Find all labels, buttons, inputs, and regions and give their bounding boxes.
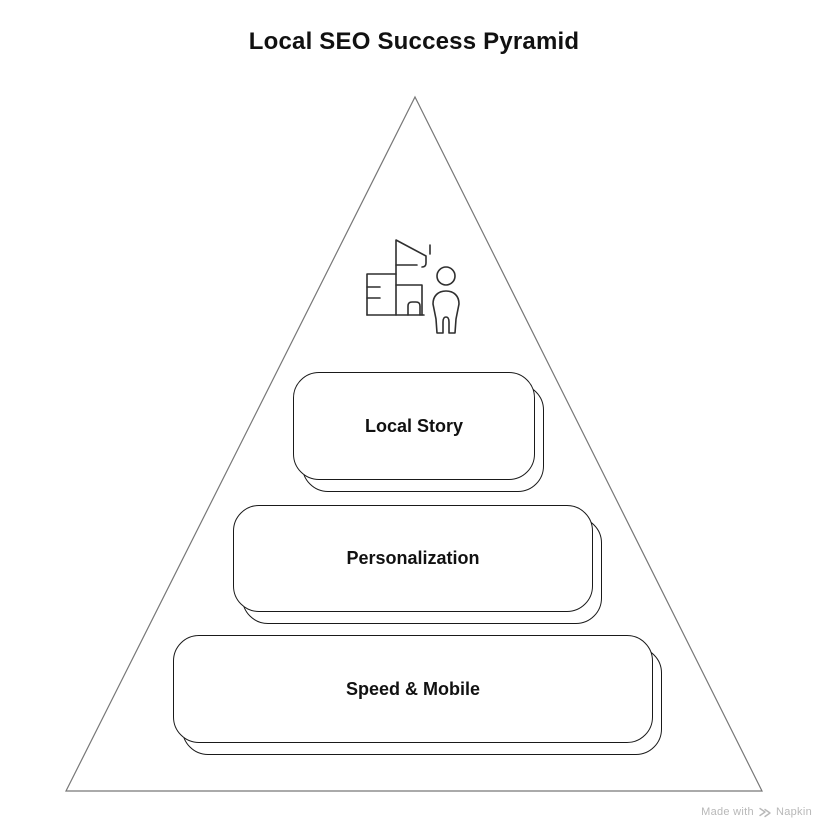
level-card: Personalization [233,505,593,612]
level-label: Local Story [364,415,464,436]
tall-building-roof [395,239,427,316]
building-door [407,301,421,316]
level-card: Speed & Mobile [173,635,653,743]
building-window-lines [366,286,381,299]
level-label: Speed & Mobile [345,678,480,699]
level-card: Local Story [293,372,535,480]
pyramid-level-speed-mobile: Speed & Mobile [173,635,662,755]
person-head [436,266,456,286]
level-label: Personalization [346,548,480,568]
watermark: Made with Napkin [701,806,812,818]
small-building-outline [366,273,397,316]
pyramid-level-personalization: Personalization [233,505,602,624]
watermark-brand: Napkin [775,806,812,818]
person-body [432,290,460,334]
building-floor-lines [395,264,423,316]
watermark-text: Made with [701,806,754,818]
napkin-logo-icon [759,807,771,818]
pyramid-level-local-story: Local Story [293,372,544,492]
local-business-person-icon [366,239,460,334]
diagram-title: Local SEO Success Pyramid [248,28,580,55]
